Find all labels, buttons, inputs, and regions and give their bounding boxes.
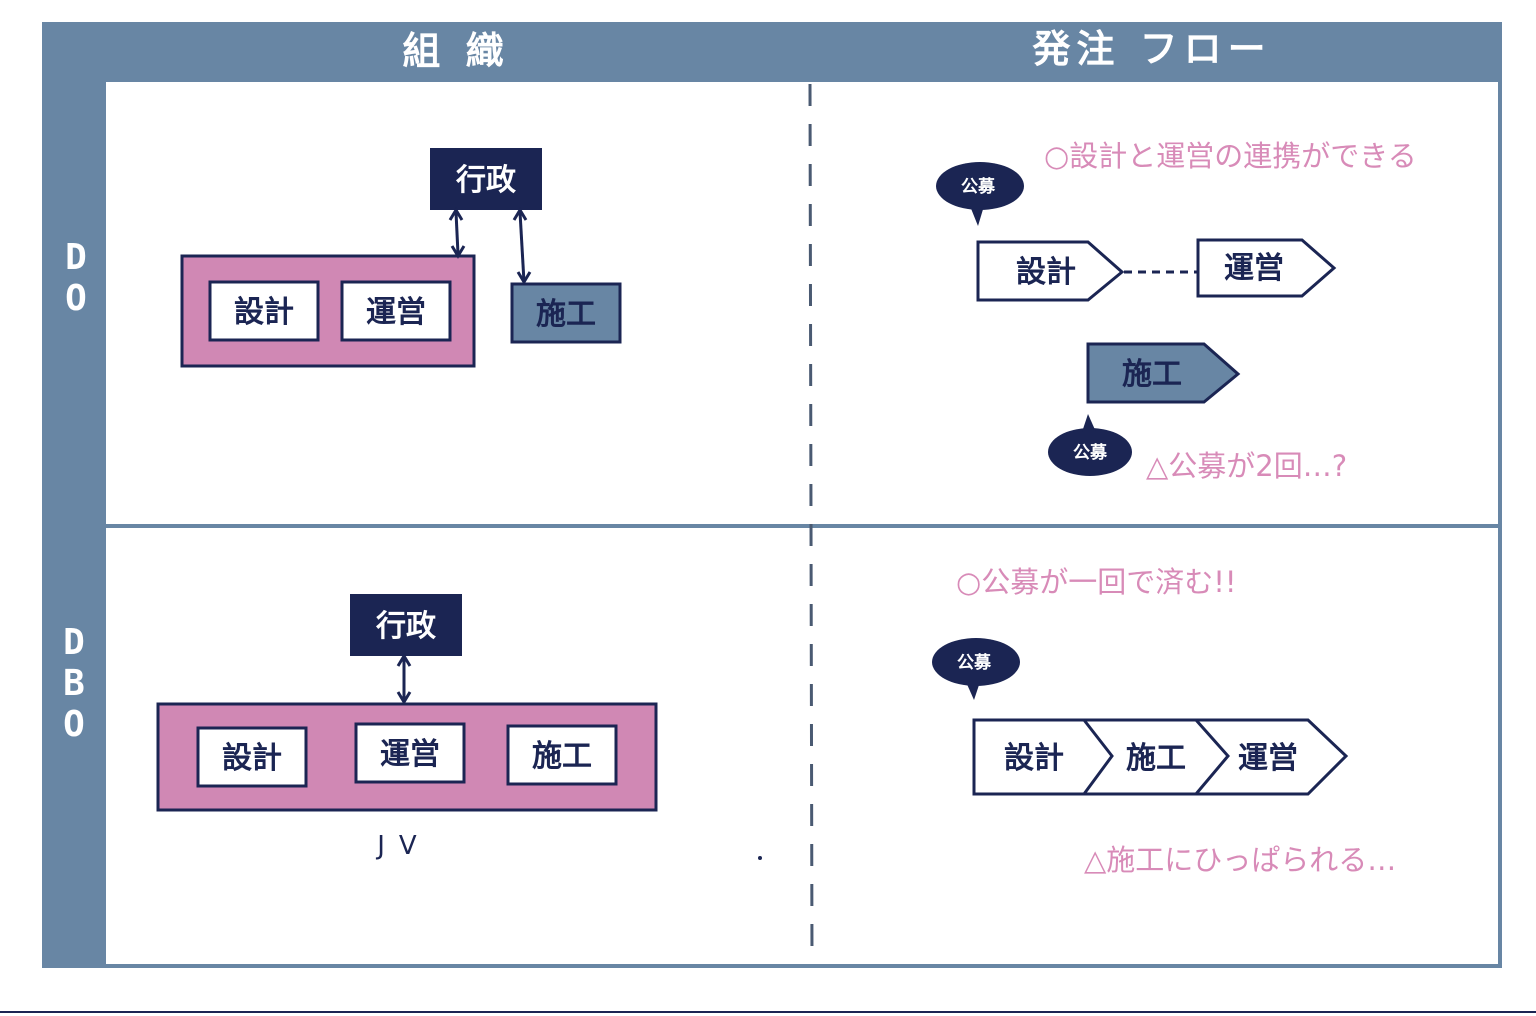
do-tag-bottom-tail [1082, 414, 1096, 432]
do-tag-top-bubble [936, 162, 1024, 210]
dbo-note-bad: △施工にひっぱられる… [1084, 843, 1396, 877]
frame-inner [106, 82, 1498, 964]
dbo-flow: ○公募が一回で済む!! 公募 設計 施工 運営 △施工にひっぱられる… [932, 565, 1396, 877]
do-flow: 公募 ○設計と運営の連携ができる 設計 運営 施工 公募 △公募が2回…? [936, 139, 1417, 483]
do-tag-bottom-label: 公募 [1073, 442, 1108, 463]
do-flow-design-label: 設計 [1016, 255, 1076, 290]
do-flow-construction-arrow [1086, 342, 1241, 404]
stray-dot [758, 856, 762, 860]
do-organization: 行政 設計 運営 施工 [180, 148, 622, 368]
dbo-tag-tail [966, 682, 980, 700]
do-operation-label: 運営 [366, 295, 426, 330]
dbo-arrowhead-a [396, 653, 412, 667]
do-arrowhead-1b [450, 245, 466, 259]
do-flow-construction-label: 施工 [1122, 357, 1182, 392]
dbo-construction-label: 施工 [532, 739, 592, 774]
do-tag-bottom-bubble [1048, 428, 1132, 476]
do-arrow-admin-group [454, 211, 460, 255]
do-flow-operation-label: 運営 [1224, 251, 1284, 286]
dbo-construction-box [506, 724, 618, 786]
dbo-flow-chevron-2 [1194, 719, 1230, 795]
dbo-note-good: ○公募が一回で済む!! [956, 565, 1237, 599]
dbo-operation-box [354, 722, 466, 784]
row-label-dbo: DBO [54, 622, 95, 745]
do-flow-operation-arrow [1196, 238, 1337, 298]
do-construction-label: 施工 [536, 297, 596, 332]
do-flow-design-arrow [976, 240, 1125, 302]
do-design-box [208, 280, 320, 342]
dbo-operation-label: 運営 [380, 737, 440, 772]
dbo-flow-design-label: 設計 [1004, 741, 1064, 776]
do-arrow-admin-construction [518, 211, 526, 283]
dbo-organization: 行政 設計 運営 施工 JV [156, 594, 658, 861]
dbo-admin-label: 行政 [375, 609, 436, 644]
do-arrowhead-2a [512, 207, 528, 221]
do-tag-top-tail [970, 206, 984, 226]
dbo-flow-chain [972, 718, 1349, 796]
dbo-jv-label: JV [375, 831, 430, 861]
dbo-tag-bubble [932, 638, 1020, 686]
row-label-do: DO [56, 237, 97, 319]
do-arrowhead-2b [516, 271, 532, 285]
header-organization: 組 織 [402, 29, 509, 73]
do-construction-box [510, 282, 622, 344]
do-note-good: ○設計と運営の連携ができる [1044, 139, 1417, 173]
do-arrowhead-1a [448, 207, 464, 221]
dbo-flow-chevron-1 [1082, 719, 1114, 795]
do-admin-box [430, 148, 542, 210]
do-design-label: 設計 [234, 295, 294, 330]
dbo-design-label: 設計 [222, 741, 282, 776]
dbo-flow-construction-label: 施工 [1126, 741, 1186, 776]
header-ordering-flow: 発注 フロー [1032, 27, 1271, 71]
do-note-bad: △公募が2回…? [1146, 449, 1347, 483]
column-divider [808, 83, 814, 963]
do-admin-label: 行政 [455, 163, 516, 198]
do-tag-top-label: 公募 [961, 176, 996, 197]
do-operation-box [340, 280, 452, 342]
dbo-admin-box [350, 594, 462, 656]
dbo-tag-label: 公募 [957, 652, 992, 673]
dbo-flow-operation-label: 運営 [1238, 741, 1298, 776]
dbo-design-box [196, 726, 308, 788]
dbo-arrowhead-b [396, 691, 412, 705]
